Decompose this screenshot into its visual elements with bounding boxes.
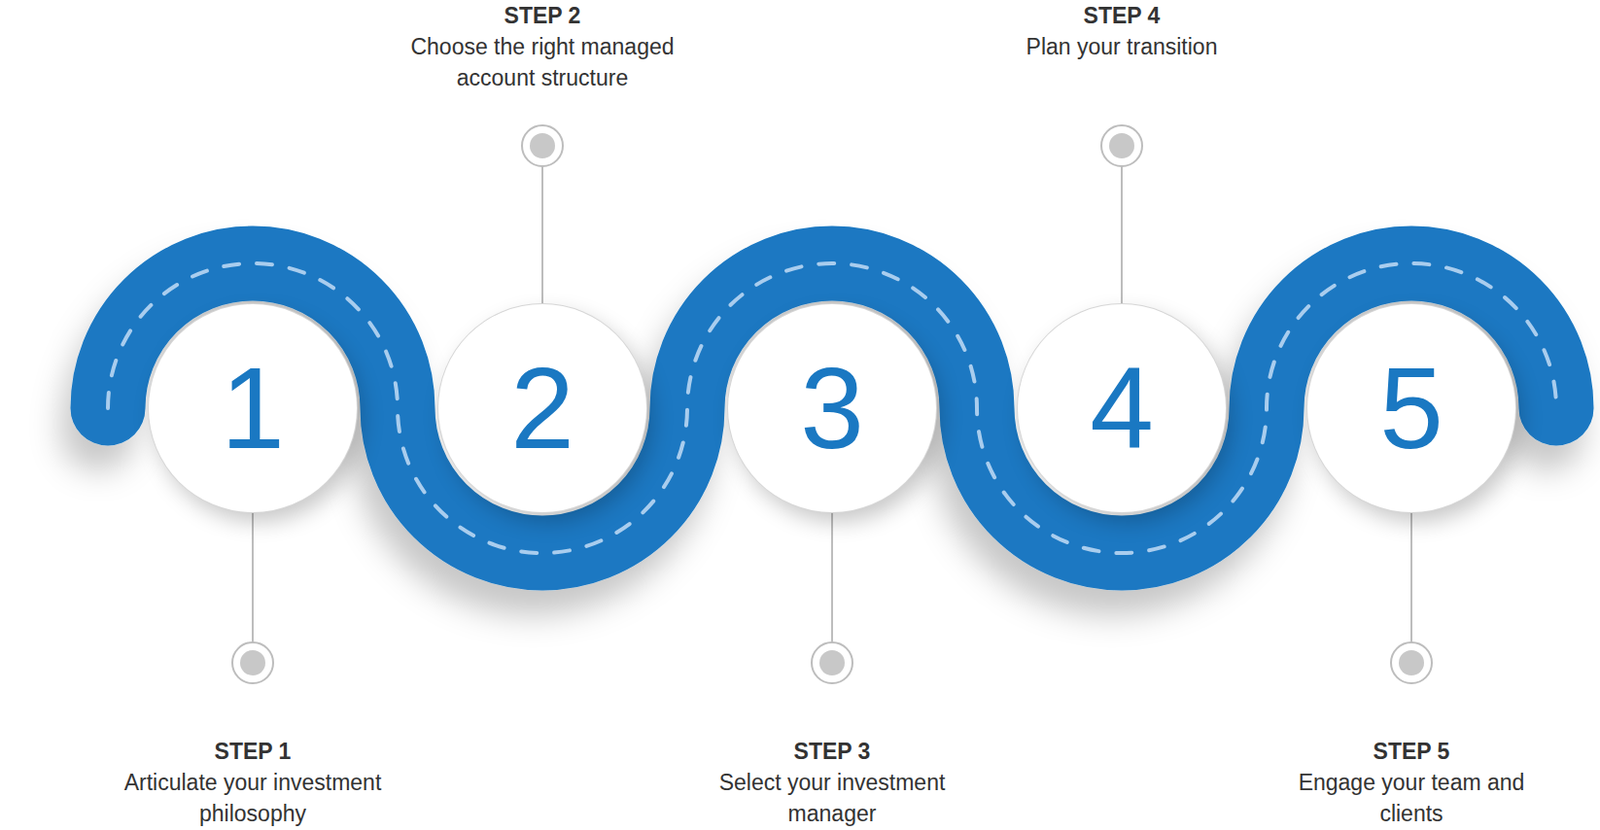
step-callout: STEP 1Articulate your investment philoso… (116, 735, 389, 830)
leader-line (1410, 512, 1413, 644)
dot-ring (1391, 642, 1432, 684)
step-number: 5 (1307, 304, 1516, 513)
dot-ring (521, 125, 563, 167)
step-callout: STEP 5Engage your team and clients (1285, 735, 1538, 830)
step-callout: STEP 3Select your investment manager (695, 735, 969, 830)
leader-line (251, 512, 254, 644)
step-heading: STEP 5 (1285, 735, 1538, 767)
step-description: Choose the right managed account structu… (382, 31, 703, 94)
step-description: Select your investment manager (695, 766, 969, 830)
dot-ring (811, 642, 853, 684)
step-number: 4 (1017, 304, 1226, 513)
step-description: Articulate your investment philosophy (116, 766, 389, 830)
leader-line (831, 512, 834, 644)
step-number: 1 (148, 304, 357, 513)
step-circle: 3STEP 3Select your investment manager (728, 304, 937, 513)
dot-ring (232, 642, 274, 684)
dot-core (819, 650, 845, 676)
dot-core (240, 650, 266, 676)
step-callout: STEP 4Plan your transition (1024, 0, 1219, 63)
step-description: Engage your team and clients (1285, 766, 1538, 830)
step-description: Plan your transition (1024, 31, 1219, 63)
dot-core (529, 133, 556, 159)
step-circle: 4STEP 4Plan your transition (1017, 304, 1226, 513)
road-band (107, 263, 1557, 554)
step-heading: STEP 4 (1024, 0, 1219, 32)
leader-lines (252, 165, 1412, 644)
step-heading: STEP 1 (116, 735, 389, 767)
step-circle: 1STEP 1Articulate your investment philos… (148, 304, 357, 513)
step-callout: STEP 2Choose the right managed account s… (382, 0, 703, 94)
step-number: 3 (728, 304, 937, 513)
dot-ring (1101, 125, 1143, 167)
step-heading: STEP 2 (382, 0, 703, 32)
step-circle: 2STEP 2Choose the right managed account … (438, 304, 647, 513)
leader-dots (232, 125, 1432, 684)
leader-line (1120, 165, 1123, 305)
dot-core (1109, 133, 1135, 159)
road-dashes (107, 263, 1557, 554)
step-circle: 5STEP 5Engage your team and clients (1307, 304, 1516, 513)
leader-line (541, 165, 544, 305)
dot-core (1398, 650, 1425, 676)
step-number: 2 (438, 304, 647, 513)
step-heading: STEP 3 (695, 735, 969, 767)
